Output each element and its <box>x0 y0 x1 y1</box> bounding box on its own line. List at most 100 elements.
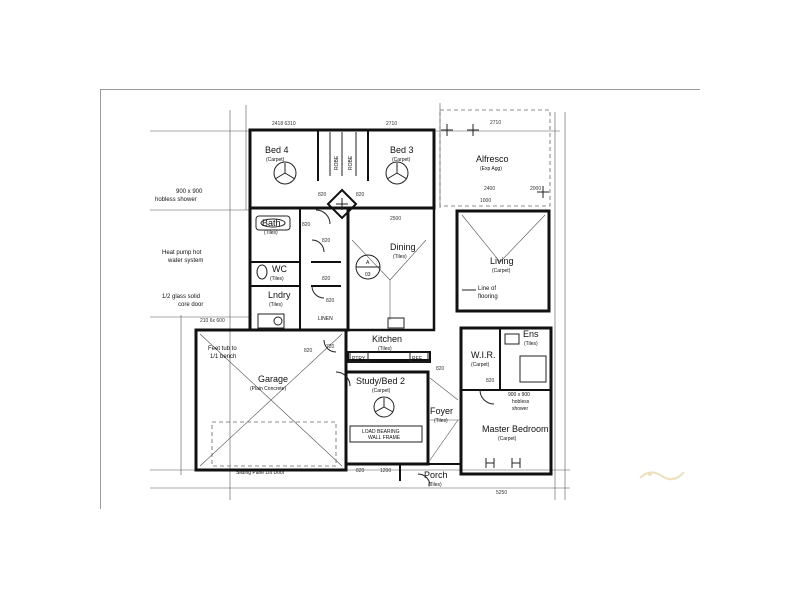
note-glass-door-line2: core door <box>178 302 203 308</box>
room-garage-label: Garage <box>258 374 288 384</box>
north-arrow-label: A <box>366 260 370 266</box>
room-porch-label: Porch <box>424 470 448 480</box>
room-bed3-finish: (Carpet) <box>392 157 411 163</box>
room-wir-finish: (Carpet) <box>471 362 490 368</box>
room-alfresco-finish: (Exp Agg) <box>480 166 502 172</box>
bed4-fan <box>273 161 297 185</box>
room-bath-label: Bath <box>262 218 281 228</box>
dining-diagonals <box>351 239 427 320</box>
dim-misc-2: 1000 <box>480 198 491 204</box>
room-wc-label: WC <box>272 264 287 274</box>
room-study-finish: (Carpet) <box>372 388 391 394</box>
note-line-of-flooring-line1: Line of <box>478 286 496 292</box>
note-ens-shower-line3: shower <box>512 406 528 412</box>
room-foyer-label: Foyer <box>430 406 453 416</box>
bath-tub <box>255 215 291 231</box>
note-heat-pump-line1: Heat pump hot <box>162 250 202 256</box>
dim-alfresco: 2710 <box>490 120 501 126</box>
dim-misc-5: 820 <box>304 348 313 354</box>
note-feet-tub-line1: Feet tub to <box>208 346 237 352</box>
room-bed3-label: Bed 3 <box>390 145 414 155</box>
note-shower-line1: 900 x 900 <box>176 189 203 195</box>
garage-cross <box>199 333 343 467</box>
frame-top-rule <box>100 89 700 90</box>
dim-bed-code-3: 820 <box>302 222 311 228</box>
room-master-label-line1: Master Bedroom <box>482 424 549 434</box>
room-alfresco-label: Alfresco <box>476 154 509 164</box>
interior-walls <box>249 129 552 481</box>
dim-bed-code-2: 820 <box>356 192 365 198</box>
room-bed4-finish: (Carpet) <box>266 157 285 163</box>
room-bath-finish: (Tiles) <box>264 230 278 236</box>
dim-misc-6: 720 <box>326 344 335 350</box>
study-load-box <box>349 425 423 443</box>
room-ens-label: Ens <box>523 329 539 339</box>
dim-misc-1: 2400 <box>484 186 495 192</box>
note-load-bearing-line1: LOAD BEARING <box>362 429 400 435</box>
watermark-logo <box>639 471 685 481</box>
north-arrow-sub: 03 <box>365 272 371 278</box>
north-arrow <box>355 254 381 280</box>
note-heat-pump-line2: water system <box>167 258 203 264</box>
room-kitchen-label: Kitchen <box>372 334 402 344</box>
master-fans <box>485 458 521 468</box>
note-shower-line2: hobless shower <box>155 197 197 203</box>
ens-fixtures <box>504 333 547 383</box>
room-linen-label: LINEN <box>318 316 333 322</box>
room-study-label: Study/Bed 2 <box>356 376 405 386</box>
dim-misc-4: 820 <box>326 298 335 304</box>
dim-top-left: 2418 6310 <box>272 121 296 127</box>
door-swings <box>311 209 495 487</box>
note-load-bearing-line2: WALL FRAME <box>368 435 401 441</box>
room-wir-label: W.I.R. <box>471 350 496 360</box>
room-garage-finish: (Plain Concrete) <box>250 386 286 392</box>
room-dining-finish: (Tiles) <box>393 254 407 260</box>
room-dining-label: Dining <box>390 242 416 252</box>
dim-misc-11: 2000 <box>530 186 541 192</box>
room-master-finish: (Carpet) <box>498 436 517 442</box>
room-lndry-label: Lndry <box>268 290 291 300</box>
dim-bed-code-4: 820 <box>322 238 331 244</box>
dim-misc-8: 820 <box>486 378 495 384</box>
living-diagonals <box>461 214 546 263</box>
dim-misc-10: 1200 <box>380 468 391 474</box>
note-pantry: PTRY <box>352 356 366 362</box>
dim-misc-9: 820 <box>356 468 365 474</box>
foyer-diagonals <box>429 377 460 461</box>
dim-misc-3: 820 <box>322 276 331 282</box>
note-fridge: REF <box>412 356 422 362</box>
frame-left-rule <box>100 89 101 509</box>
room-kitchen-finish: (Tiles) <box>378 346 392 352</box>
note-feet-tub-line2: 1/1 bench <box>210 354 236 360</box>
alfresco-post-markers <box>441 124 549 198</box>
note-garage-door: Sliding Pane Lift Door <box>236 470 285 476</box>
dim-top-right: 2710 <box>386 121 397 127</box>
room-lndry-finish: (Tiles) <box>269 302 283 308</box>
room-ens-finish: (Tiles) <box>524 341 538 347</box>
wc-pan <box>256 264 268 280</box>
kitchen-bench <box>347 317 431 363</box>
dim-porch-right: 5250 <box>496 490 507 496</box>
study-fan <box>373 396 395 418</box>
room-living-finish: (Carpet) <box>492 268 511 274</box>
room-porch-finish: (Tiles) <box>428 482 442 488</box>
exterior-walls <box>194 109 553 476</box>
room-bed4-label: Bed 4 <box>265 145 289 155</box>
dim-hall: 2500 <box>390 216 401 222</box>
note-ens-shower-line2: hobless <box>512 399 530 405</box>
note-glass-door-line1: 1/2 glass solid <box>162 294 200 300</box>
laundry-tub <box>257 313 285 329</box>
hall-diamond <box>326 188 358 220</box>
note-line-of-flooring-line2: flooring <box>478 294 498 300</box>
note-ens-shower-line1: 900 x 900 <box>508 392 530 398</box>
room-living-label: Living <box>490 256 514 266</box>
bed3-fan <box>385 161 409 185</box>
dim-garage-left: 210 6x 600 <box>200 318 225 324</box>
room-robe-right-label: ROBE <box>348 155 354 170</box>
room-foyer-finish: (Tiles) <box>434 418 448 424</box>
room-wc-finish: (Tiles) <box>270 276 284 282</box>
dim-misc-7: 820 <box>436 366 445 372</box>
dim-bed-code-1: 820 <box>318 192 327 198</box>
room-robe-left-label: ROBE <box>334 155 340 170</box>
